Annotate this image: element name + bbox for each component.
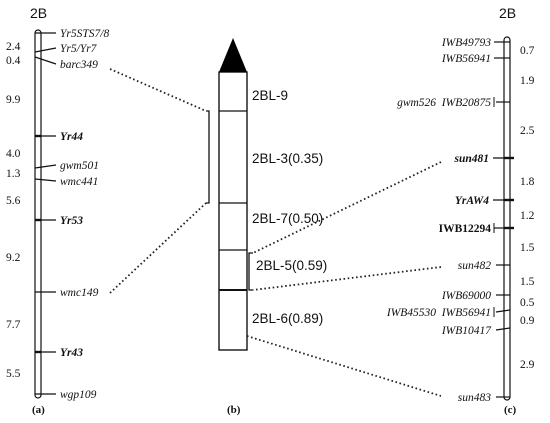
chromosome-bar-c <box>503 36 511 401</box>
gene-label: Yr53 <box>60 215 83 227</box>
interval-value: 7.7 <box>6 319 21 331</box>
chromosome-arm <box>218 71 248 351</box>
linkage-map-c: 2B IWB49793 IWB56941 <box>386 5 535 416</box>
map-c-title: 2B <box>499 5 516 21</box>
marker-label: Yr5/Yr7 <box>60 43 98 55</box>
map-a-title: 2B <box>30 5 47 21</box>
marker-label: Yr5STS7/8 <box>60 28 109 40</box>
interval-value: 1.5 <box>520 242 535 254</box>
bin-connectors <box>109 68 442 397</box>
map-a-intervals: 2.4 0.4 9.9 4.0 1.3 5.6 9.2 7.7 5.5 <box>6 41 21 380</box>
marker-label: IWB12294 <box>439 223 492 235</box>
centromere-arrow <box>219 38 247 72</box>
bin-label: 2BL-5(0.59) <box>256 258 327 273</box>
map-a-bold-ticks <box>35 134 41 354</box>
interval-value: 9.2 <box>6 252 21 264</box>
marker-label: IWB56941 <box>441 53 491 65</box>
interval-value: 1.8 <box>520 176 535 188</box>
map-a-marker-labels: Yr5STS7/8 Yr5/Yr7 barc349 Yr44 gwm501 wm… <box>60 28 109 401</box>
marker-label: IWB69000 <box>441 290 491 302</box>
marker-label: IWB10417 <box>441 325 492 337</box>
bin-boundaries <box>219 110 247 291</box>
marker-label: wgp109 <box>60 389 97 401</box>
deletion-bin-map: 2BL-9 2BL-3(0.35) 2BL-7(0.50) 2BL-5(0.59… <box>206 38 327 416</box>
interval-value: 9.9 <box>6 94 21 106</box>
map-c-marker-labels: IWB49793 IWB56941 gwm526 IWB20875 sun481… <box>386 37 492 404</box>
map-c-intervals: 0.7 1.9 2.5 1.8 1.2 1.5 1.5 0.5 0.9 2.9 <box>520 45 535 371</box>
panel-label-c: (c) <box>504 404 517 416</box>
bin-label: 2BL-9 <box>252 88 288 103</box>
interval-value: 0.9 <box>520 315 535 327</box>
marker-label: gwm526 IWB20875 <box>397 97 491 109</box>
map-c-bold-ticks <box>504 156 514 230</box>
interval-value: 5.5 <box>6 368 21 380</box>
marker-label: sun481 <box>453 153 489 165</box>
interval-value: 5.6 <box>6 195 21 207</box>
bin-label: 2BL-7(0.50) <box>252 211 323 226</box>
interval-value: 1.3 <box>6 168 21 180</box>
gene-label: Yr43 <box>60 347 83 359</box>
bracket-map-a <box>206 110 210 204</box>
chromosome-bar-a <box>34 29 42 399</box>
gene-label: Yr44 <box>60 131 83 143</box>
bin-label: 2BL-6(0.89) <box>252 311 323 326</box>
interval-value: 2.9 <box>520 359 535 371</box>
marker-label: IWB49793 <box>441 37 491 49</box>
interval-value: 1.5 <box>520 276 535 288</box>
interval-value: 1.9 <box>520 75 535 87</box>
marker-label: gwm501 <box>60 160 99 172</box>
bracket-map-c <box>248 252 253 291</box>
marker-label: sun482 <box>458 260 491 272</box>
interval-value: 2.4 <box>6 41 21 53</box>
marker-label: IWB45530 IWB56941 <box>386 307 491 319</box>
marker-label: sun483 <box>458 392 491 404</box>
interval-value: 0.7 <box>520 45 535 57</box>
marker-label: wmc441 <box>60 176 98 188</box>
marker-label: barc349 <box>60 59 98 71</box>
interval-value: 0.4 <box>6 55 21 67</box>
panel-label-b: (b) <box>227 404 241 416</box>
interval-value: 4.0 <box>6 148 21 160</box>
linkage-map-a: 2B Yr5STS7/8 Yr5/Yr7 barc349 Yr44 gwm <box>6 5 109 416</box>
interval-value: 0.5 <box>520 297 535 309</box>
interval-value: 2.5 <box>520 125 535 137</box>
interval-value: 1.2 <box>520 210 535 222</box>
marker-label: wmc149 <box>60 287 99 299</box>
panel-label-a: (a) <box>32 404 45 416</box>
bin-label: 2BL-3(0.35) <box>252 151 323 166</box>
gene-label: YrAW4 <box>455 195 489 207</box>
